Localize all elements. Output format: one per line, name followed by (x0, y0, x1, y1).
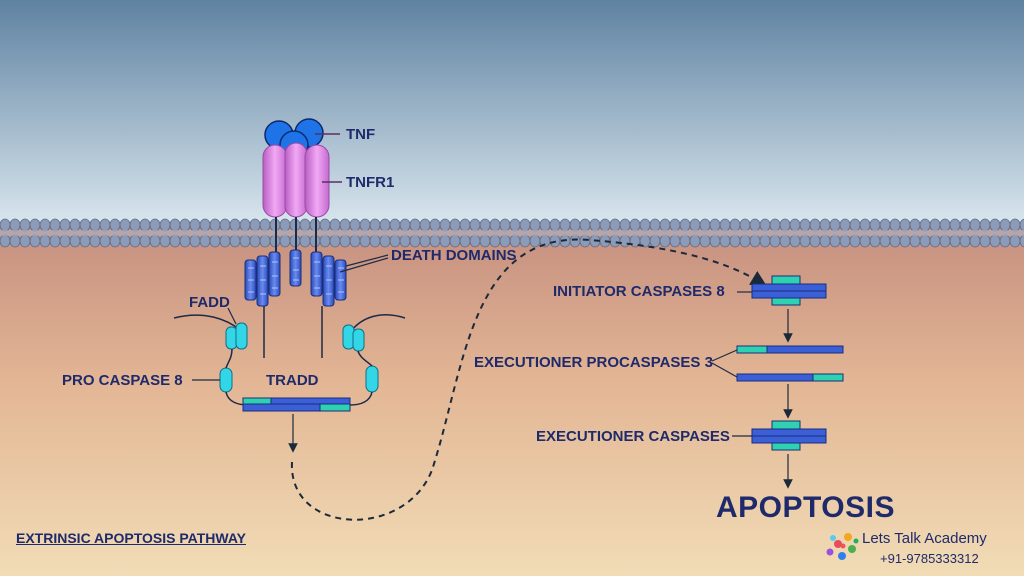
cytoplasm (0, 225, 1024, 576)
pro-caspase-8 (219, 365, 379, 393)
extracellular-space (0, 0, 1024, 225)
brand-name: Lets Talk Academy (862, 530, 987, 547)
death-domains (244, 249, 347, 307)
label-executioner-caspases: EXECUTIONER CASPASES (536, 428, 730, 445)
label-initiator-caspases: INITIATOR CASPASES 8 (553, 283, 725, 300)
label-apoptosis: APOPTOSIS (716, 491, 895, 524)
tnfr1-receptor (262, 142, 330, 218)
diagram-title: EXTRINSIC APOPTOSIS PATHWAY (16, 530, 247, 546)
fadd-proteins (225, 322, 365, 352)
executioner-procaspases-3 (736, 345, 844, 382)
initiator-caspase-8 (751, 275, 827, 306)
executioner-caspases (751, 420, 827, 451)
dashed-pathway (290, 238, 767, 521)
label-pro-caspase-8: PRO CASPASE 8 (62, 372, 183, 389)
label-tnf: TNF (346, 126, 376, 143)
label-fadd: FADD (189, 294, 230, 311)
label-tradd: TRADD (266, 372, 319, 389)
brand-phone: +91-9785333312 (880, 551, 979, 566)
label-death-domains: DEATH DOMAINS (391, 247, 517, 264)
caspase-complex-bar (242, 397, 351, 412)
cell-membrane (0, 218, 1024, 248)
academy-logo (826, 533, 859, 560)
label-tnfr1: TNFR1 (346, 174, 395, 191)
label-executioner-procaspases: EXECUTIONER PROCASPASES 3 (474, 354, 713, 371)
